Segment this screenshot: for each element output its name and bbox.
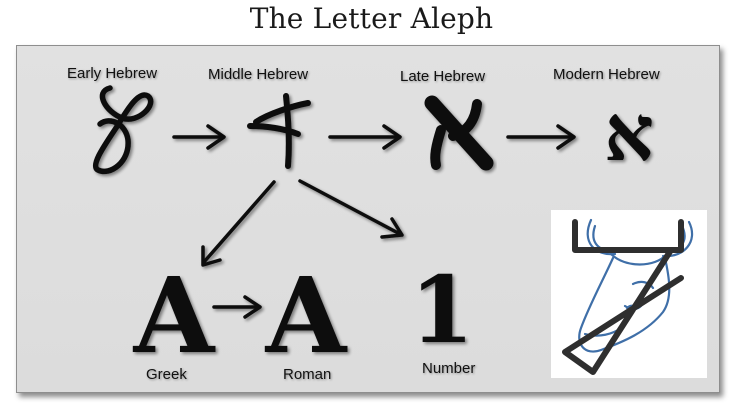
label-early-hebrew: Early Hebrew	[67, 65, 158, 82]
label-greek: Greek	[146, 366, 187, 383]
label-roman: Roman	[283, 366, 332, 383]
ox-illustration	[551, 210, 707, 378]
greek-glyph: A	[133, 254, 216, 377]
label-late-hebrew: Late Hebrew	[400, 68, 486, 85]
arrow-late-to-modern	[506, 124, 576, 150]
middle-hebrew-glyph-icon	[247, 93, 311, 169]
arrow-middle-to-greek	[201, 180, 276, 267]
early-hebrew-glyph-icon	[93, 85, 154, 175]
ox-head-pictograph-icon	[562, 218, 694, 375]
label-number: Number	[422, 360, 476, 377]
label-middle-hebrew: Middle Hebrew	[208, 66, 309, 83]
page-title: The Letter Aleph	[249, 2, 494, 35]
arrow-middle-to-number	[298, 179, 404, 239]
number-glyph: 1	[410, 256, 474, 364]
arrow-greek-to-roman	[212, 295, 262, 319]
arrow-early-to-middle	[172, 124, 226, 150]
arrow-middle-to-late	[328, 124, 402, 150]
late-hebrew-glyph-icon	[424, 95, 494, 171]
label-modern-hebrew: Modern Hebrew	[553, 66, 660, 83]
modern-hebrew-glyph: א	[604, 88, 654, 179]
roman-glyph: A	[265, 254, 348, 377]
